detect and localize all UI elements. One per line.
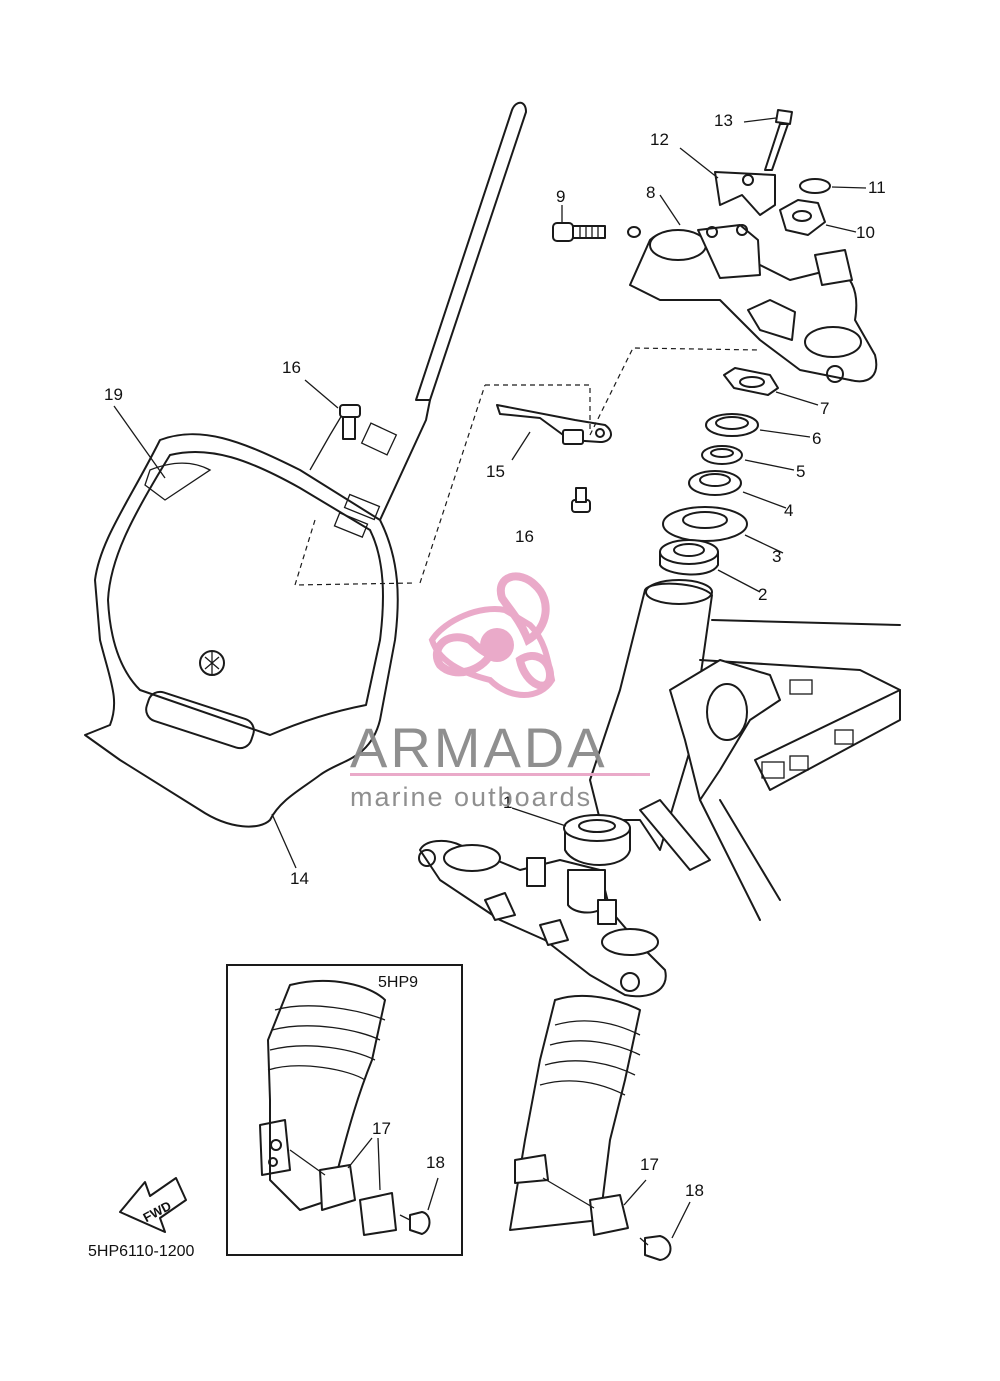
callout-labels: 1 2 3 4 5 6 7 8 9 10 11 12 13 14 15 16 1… (104, 111, 886, 1200)
frame (589, 579, 901, 921)
callout-6: 6 (812, 429, 821, 448)
washer-5 (701, 445, 795, 471)
bolt-9 (552, 205, 641, 242)
watermark-divider (350, 773, 650, 776)
callout-4: 4 (784, 501, 793, 520)
inset-model-label: 5HP9 (378, 974, 418, 991)
bolt-16-upper (304, 379, 361, 440)
callout-9: 9 (556, 187, 565, 206)
callout-17-inset: 17 (372, 1119, 391, 1138)
ringnut-6 (705, 413, 811, 438)
nut-10 (779, 199, 857, 236)
fwd-arrow-icon (119, 1177, 187, 1233)
callout-5: 5 (796, 462, 805, 481)
number-plate (84, 409, 416, 828)
callout-16-lower: 16 (515, 527, 534, 546)
callout-3: 3 (772, 547, 781, 566)
callout-12: 12 (650, 130, 669, 149)
drawing-code: 5HP6110-1200 (88, 1243, 195, 1260)
washer-7 (723, 367, 819, 406)
bolt-16-lower (571, 487, 591, 513)
callout-14: 14 (290, 869, 309, 888)
callout-11: 11 (868, 178, 886, 197)
callout-8: 8 (646, 183, 655, 202)
bearing-2 (659, 539, 761, 593)
callout-16-upper: 16 (282, 358, 301, 377)
inset-box (226, 964, 463, 1256)
callout-19: 19 (104, 385, 123, 404)
ringnut-4 (688, 470, 787, 509)
callout-18-right: 18 (685, 1181, 704, 1200)
callout-10: 10 (856, 223, 875, 242)
callout-1: 1 (503, 793, 512, 812)
upper-bracket-8 (629, 194, 878, 383)
bearing-1 (511, 807, 631, 866)
fork-right (509, 994, 691, 1261)
bracket-15 (419, 347, 761, 584)
callout-7: 7 (820, 399, 829, 418)
propeller-logo-icon (428, 572, 556, 698)
callout-2: 2 (758, 585, 767, 604)
clamp-12 (679, 147, 776, 216)
cap-11 (799, 178, 867, 194)
callout-15: 15 (486, 462, 505, 481)
callout-17-right: 17 (640, 1155, 659, 1174)
callout-18-inset: 18 (426, 1153, 445, 1172)
bolt-13 (743, 109, 793, 171)
watermark-brand: ARMADA (350, 716, 608, 779)
lower-bracket (418, 839, 667, 998)
watermark-tagline: marine outboards (350, 782, 592, 812)
callout-13: 13 (714, 111, 733, 130)
watermark: ARMADA marine outboards (350, 572, 650, 812)
wire-rod (379, 101, 527, 521)
